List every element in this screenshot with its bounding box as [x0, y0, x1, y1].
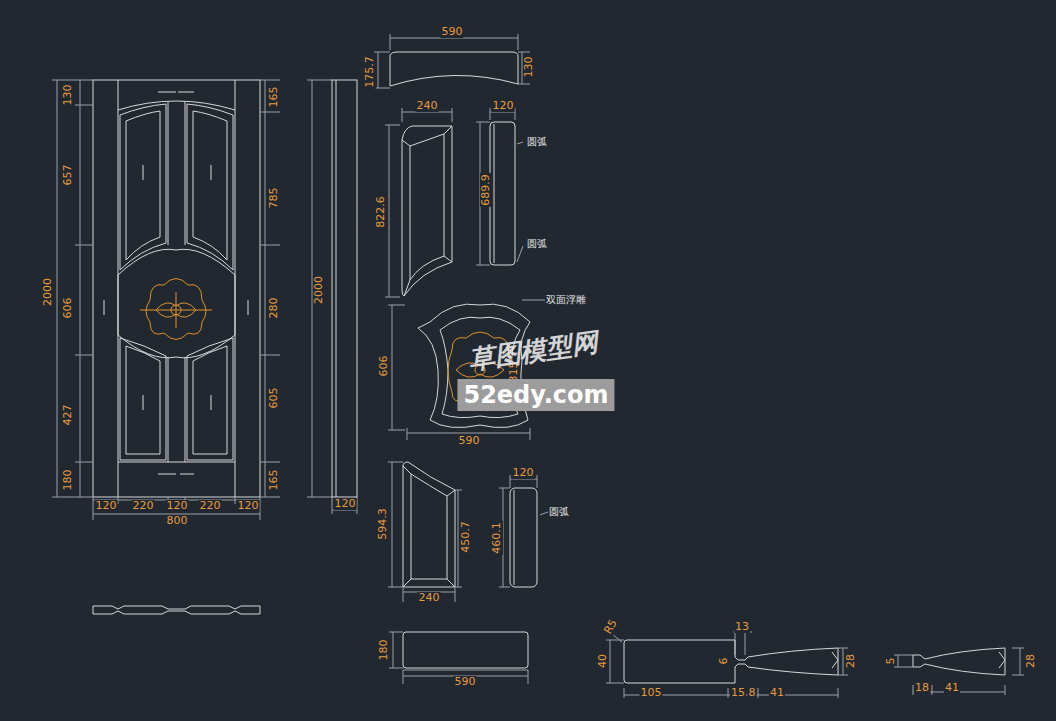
dimension-text: 8: [748, 687, 757, 699]
dimension-text: 120: [166, 500, 189, 512]
dimension-text: 800: [166, 515, 189, 527]
dimension-text: 606: [378, 355, 390, 378]
side-profile: [332, 80, 357, 497]
dimension-text: 15: [730, 687, 746, 699]
annotation-text: 圆弧: [548, 506, 570, 518]
dimension-text: 606: [62, 297, 74, 320]
annotation-text: 双面浮雕: [545, 294, 587, 306]
dimension-text: 2000: [42, 277, 54, 307]
dimension-text: 590: [458, 435, 481, 447]
dimension-text: 28: [845, 653, 857, 669]
annotation-text: 圆弧: [526, 136, 548, 148]
dimension-text: 18: [914, 682, 930, 694]
door-elevation: [93, 80, 260, 497]
dimension-lines: [52, 34, 1024, 698]
dimension-text: 105: [640, 687, 663, 699]
dimension-text: 240: [416, 100, 439, 112]
dimension-text: 822.6: [375, 195, 387, 229]
dimension-text: 220: [132, 500, 155, 512]
dimension-text: 594.3: [377, 507, 389, 541]
joint-section: [913, 648, 1005, 675]
dimension-text: 41: [944, 682, 960, 694]
dimension-text: 120: [334, 498, 357, 510]
door-section: [93, 606, 260, 614]
dimension-text: 5: [885, 657, 897, 666]
annotation-text: 圆弧: [526, 238, 548, 250]
dimension-text: 28: [1025, 653, 1037, 669]
dimension-text: 280: [268, 297, 280, 320]
dimension-text: 590: [454, 676, 477, 688]
dimension-text: 6: [718, 657, 730, 666]
dimension-text: 220: [199, 500, 222, 512]
watermark: 草图模型网: [466, 327, 601, 375]
watermark: 52edy.com: [457, 379, 614, 411]
dimension-text: 427: [62, 404, 74, 427]
top-rail-piece: [390, 52, 518, 86]
dimension-text: 180: [62, 469, 74, 492]
dimension-text: 590: [441, 26, 464, 38]
dimension-text: 165: [268, 86, 280, 109]
dimension-text: 460.1: [491, 521, 503, 555]
dimension-text: 165: [268, 469, 280, 492]
dimension-text: 240: [418, 592, 441, 604]
dimension-text: 180: [378, 639, 390, 662]
dimension-text: 41: [769, 687, 785, 699]
dimension-text: 657: [62, 164, 74, 187]
dimension-text: 785: [268, 187, 280, 210]
upper-panel: [402, 126, 452, 296]
dimension-text: 120: [492, 100, 515, 112]
dimension-text: 2000: [313, 275, 325, 305]
dimension-text: 120: [95, 500, 118, 512]
bottom-rail: [403, 632, 528, 668]
dimension-text: 120: [237, 500, 260, 512]
joint-section: [624, 640, 838, 683]
dimension-text: 120: [512, 467, 535, 479]
dimension-text: R5: [602, 617, 621, 637]
dimension-text: 175.7: [364, 55, 376, 89]
dimension-text: 450.7: [460, 520, 472, 554]
lower-panel: [403, 462, 455, 587]
dimension-text: 130: [523, 56, 535, 79]
dimension-text: 13: [734, 621, 750, 633]
dimension-text: 689.9: [480, 173, 492, 207]
dimension-text: 40: [597, 653, 609, 669]
dimension-text: 130: [62, 84, 74, 107]
dimension-text: 605: [268, 387, 280, 410]
